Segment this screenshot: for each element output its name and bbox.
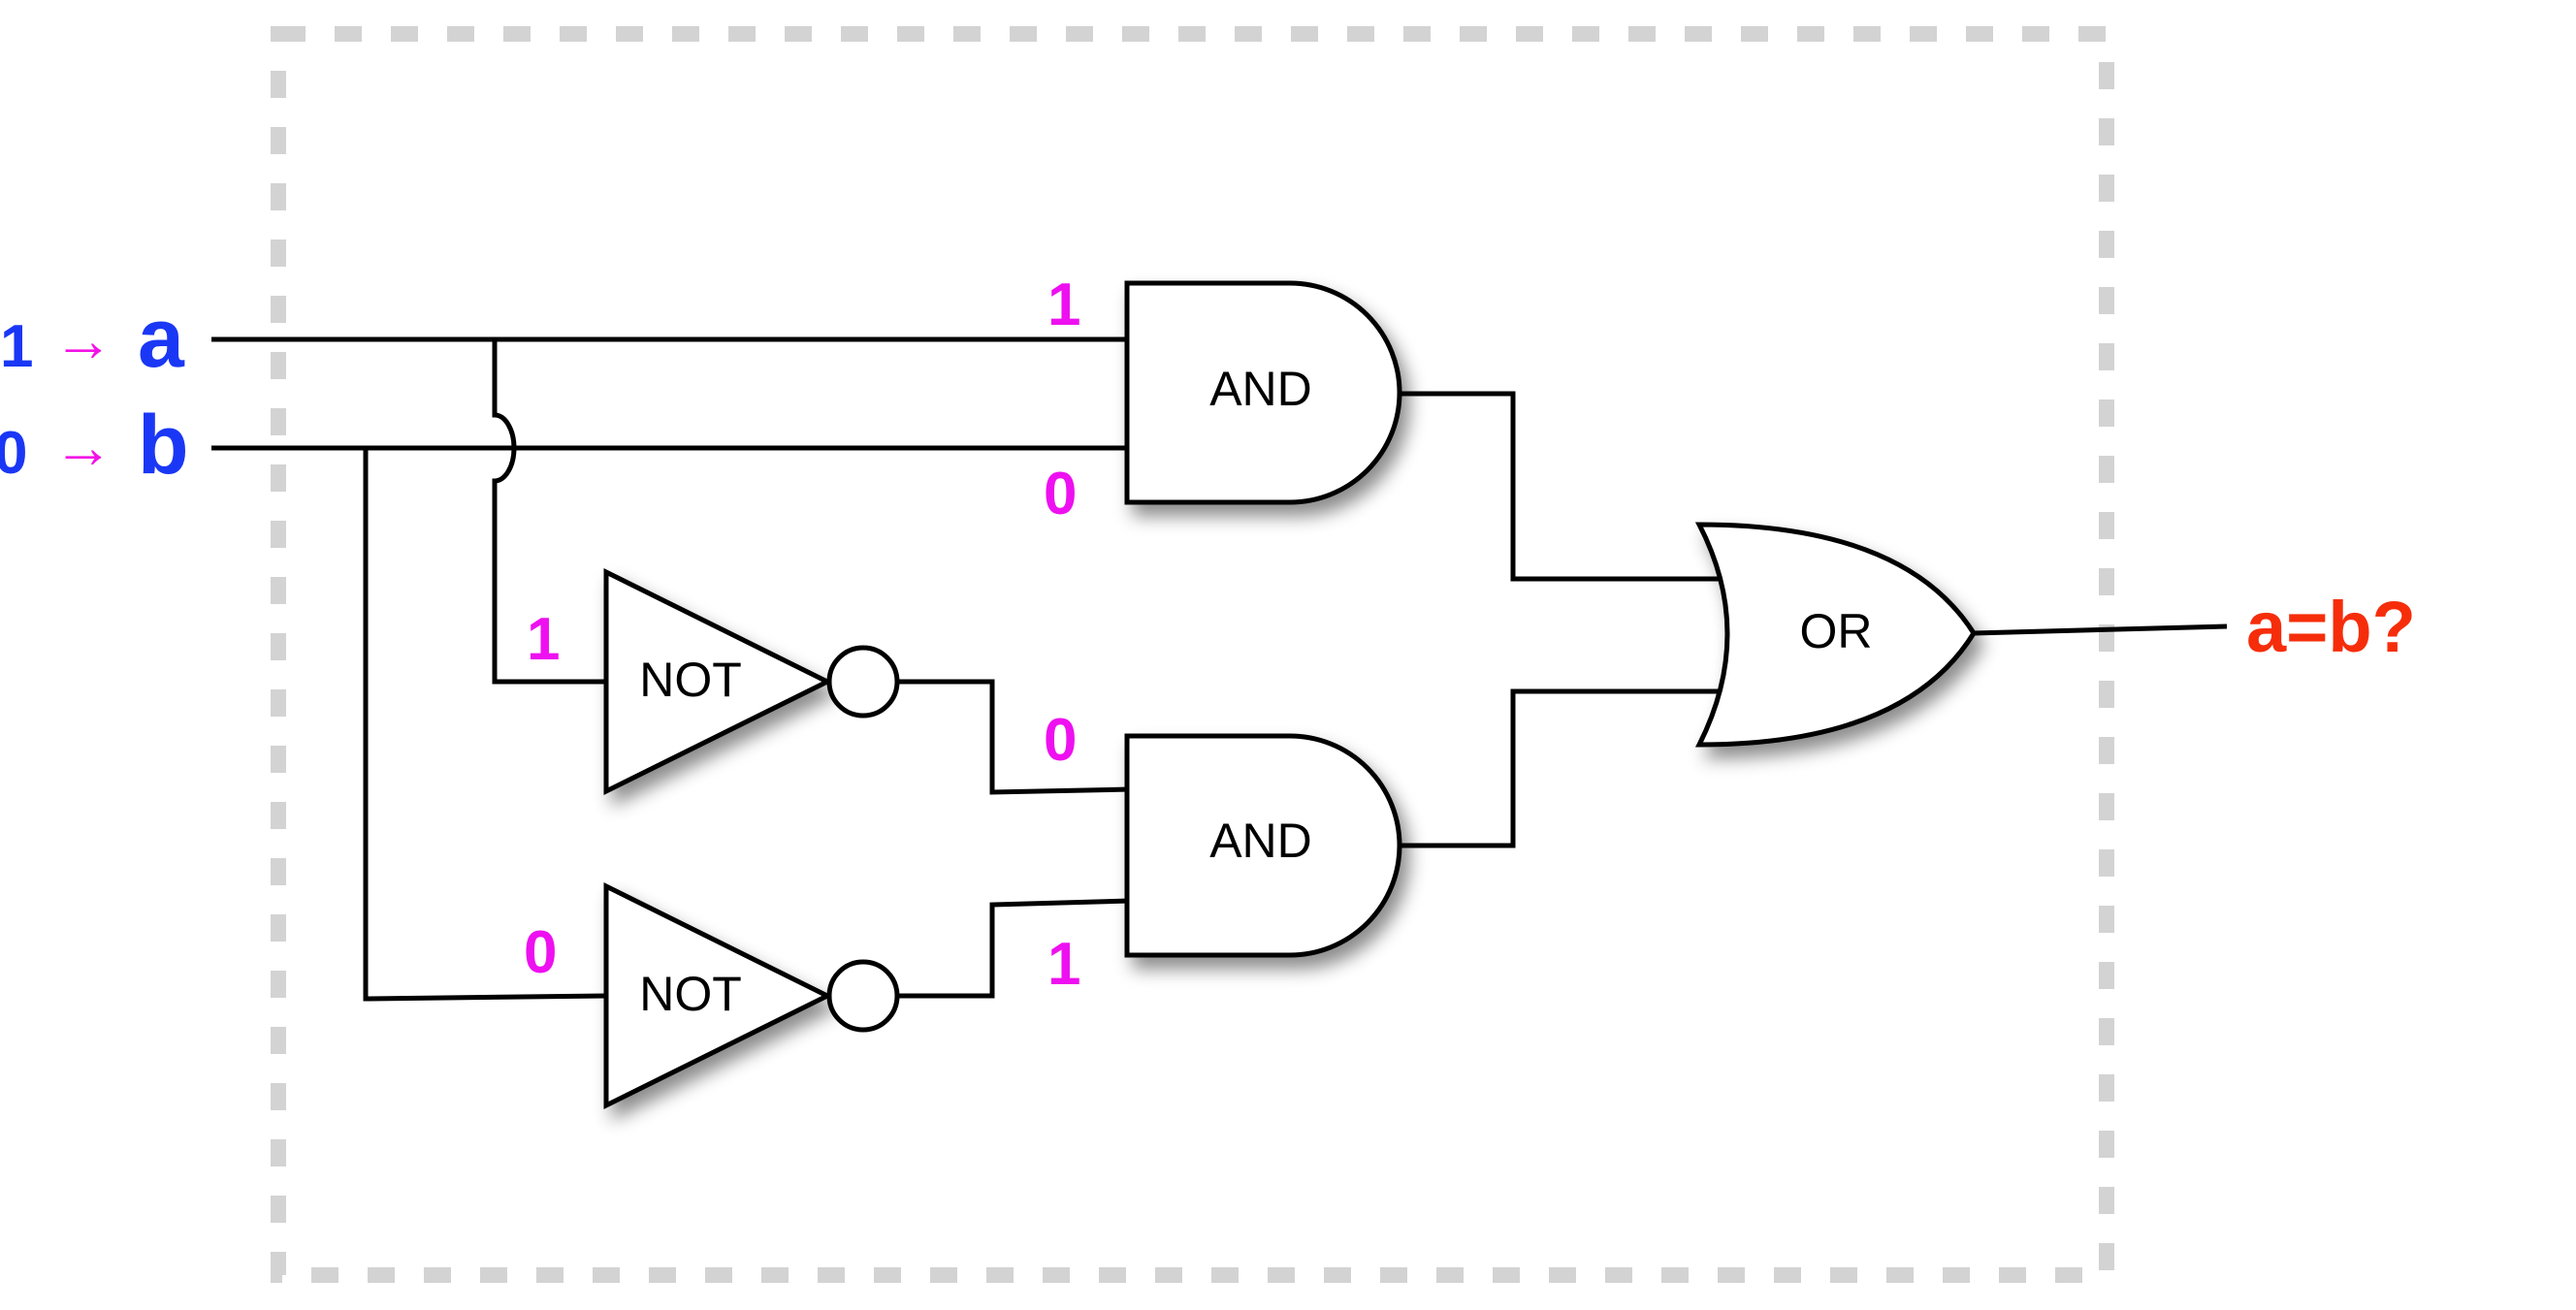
bit-and-top-in2: 0 xyxy=(1044,461,1077,527)
input-a: 1 → a xyxy=(0,292,185,385)
wire-and-top-to-or xyxy=(1400,391,1719,582)
input-a-arrow: → xyxy=(53,307,113,374)
output-label: a=b? xyxy=(2246,587,2416,667)
input-b-value: 0 xyxy=(0,420,27,487)
bit-not-bottom-in: 0 xyxy=(524,919,557,986)
bit-not-top-in: 1 xyxy=(527,606,560,673)
wire-and-bottom-to-or xyxy=(1400,688,1719,848)
and-gate-top-label: AND xyxy=(1209,362,1312,416)
not-gate-top-label: NOT xyxy=(639,653,742,707)
circuit-boundary xyxy=(271,26,2114,1283)
and-gate-bottom: AND xyxy=(1124,733,1402,958)
bit-and-bottom-in1: 0 xyxy=(1044,707,1077,774)
wire-a-branch-to-not-top xyxy=(492,339,606,685)
bit-and-bottom-in2: 1 xyxy=(1047,931,1080,998)
and-gate-bottom-label: AND xyxy=(1209,814,1312,868)
not-gate-top: NOT xyxy=(603,567,900,796)
input-a-value: 1 xyxy=(0,313,33,380)
input-b-arrow: → xyxy=(53,414,113,481)
input-b-name: b xyxy=(138,399,189,492)
not-gate-bottom-label: NOT xyxy=(639,967,742,1021)
wires xyxy=(211,336,2228,1002)
not-gate-bottom: NOT xyxy=(603,881,900,1110)
or-gate: OR xyxy=(1694,522,1977,748)
wire-b-branch-to-not-bottom xyxy=(363,448,607,1002)
bit-and-top-in1: 1 xyxy=(1047,272,1080,338)
and-gate-top: AND xyxy=(1124,280,1402,505)
or-gate-label: OR xyxy=(1800,604,1873,658)
bit-labels: 1 0 1 0 0 1 xyxy=(524,272,1080,998)
input-a-name: a xyxy=(138,292,185,385)
wire-not-bottom-to-and-bottom xyxy=(899,898,1131,999)
wire-or-output xyxy=(1973,623,2228,636)
wire-not-top-to-and-bottom xyxy=(899,679,1131,795)
input-b: 0 → b xyxy=(0,399,189,492)
